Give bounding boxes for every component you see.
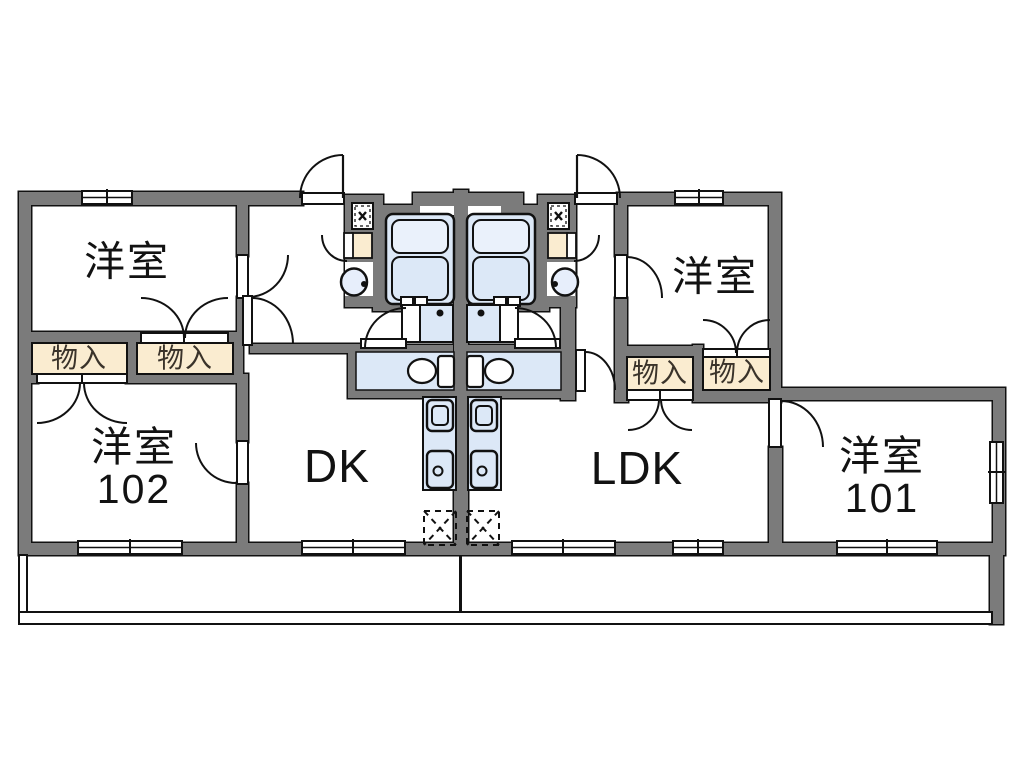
wall (615, 298, 627, 402)
wall (693, 390, 781, 402)
bath-step (400, 296, 521, 307)
bathtub-icon (384, 212, 456, 306)
wall (348, 345, 358, 398)
window (836, 539, 938, 556)
window (301, 539, 406, 556)
kitchen-counter (422, 396, 502, 491)
door-arc (242, 295, 294, 346)
room-label-bedroom-upper-right: 洋室 (672, 253, 758, 300)
double-door-arc (626, 389, 694, 431)
walls-fill (19, 190, 1005, 624)
closet-label: 物入 (709, 357, 765, 388)
bath-top-gap (420, 206, 454, 215)
balcony-outer-rail (18, 611, 993, 625)
door-arc (514, 307, 561, 349)
wall (348, 390, 454, 398)
wall (237, 192, 248, 256)
closet-boxes (31, 342, 771, 391)
vent-icon (351, 202, 374, 230)
folding-door-panel (401, 304, 519, 343)
door-knob (477, 309, 485, 317)
bath-top-gap (468, 206, 501, 215)
wall (467, 390, 571, 398)
door-arc (360, 307, 407, 349)
door-arc (321, 234, 348, 262)
door-arc (236, 254, 289, 299)
door-knob (436, 309, 444, 317)
wall (615, 390, 628, 402)
fixtures (339, 202, 580, 546)
door-arc (195, 440, 249, 485)
room-name: 洋室 (839, 433, 925, 480)
double-door-arc (140, 297, 229, 344)
wall (693, 345, 703, 402)
balcony-left-edge (18, 554, 28, 614)
wall (769, 193, 781, 398)
wall (373, 206, 387, 307)
wall (19, 374, 38, 383)
wall (19, 192, 303, 205)
room-label-bedroom-102: 洋室 102 (91, 424, 177, 512)
washbasin-icon (339, 267, 580, 297)
room-label-bedroom-upper-left: 洋室 (84, 238, 170, 285)
windows (77, 189, 1005, 556)
room-label-bedroom-101: 洋室 101 (839, 433, 925, 521)
toilet-icon (406, 354, 515, 389)
wall (769, 388, 1005, 400)
double-door-arc (702, 319, 771, 358)
closet-label: 物入 (157, 343, 213, 374)
window (988, 441, 1005, 504)
wall (237, 374, 248, 442)
wall (126, 343, 138, 374)
wall (19, 332, 243, 343)
closet-box (626, 356, 694, 391)
closet-box (702, 354, 771, 391)
wall (627, 346, 703, 357)
wall (19, 192, 31, 555)
entrance-door (299, 154, 345, 205)
kitchen-sink-icon (425, 398, 499, 433)
closet-box (31, 342, 128, 375)
hall-cabinet (343, 232, 577, 259)
wall (237, 483, 248, 555)
closet-label: 物入 (51, 343, 107, 374)
bathtub-icon (465, 212, 537, 306)
door-arc (573, 234, 600, 262)
window (674, 189, 724, 206)
wall (250, 344, 360, 353)
window (81, 189, 133, 206)
vent-icon (547, 202, 570, 230)
balcony-divider (459, 555, 462, 613)
room-label-dk: DK (304, 440, 370, 492)
room-name: 洋室 (91, 424, 177, 471)
wall (232, 343, 243, 374)
door-arc (768, 398, 824, 448)
wall (454, 190, 468, 555)
closet-label: 物入 (632, 358, 688, 389)
double-door-arc (36, 373, 128, 424)
entrance-door (574, 154, 621, 205)
balcony (18, 554, 993, 625)
stove-icon (425, 449, 499, 490)
wall (615, 203, 627, 256)
doors (36, 154, 824, 485)
door-arc (575, 349, 616, 392)
window (77, 539, 183, 556)
room-label-ldk: LDK (590, 442, 684, 494)
wall (561, 305, 575, 400)
door-arc (614, 254, 663, 299)
window (672, 539, 724, 556)
room-number: 101 (844, 475, 920, 521)
wall (769, 447, 782, 555)
wall (126, 374, 243, 383)
wall (990, 543, 1003, 624)
refrigerator-space-icon (423, 510, 500, 546)
window (511, 539, 616, 556)
room-number: 102 (96, 466, 172, 512)
